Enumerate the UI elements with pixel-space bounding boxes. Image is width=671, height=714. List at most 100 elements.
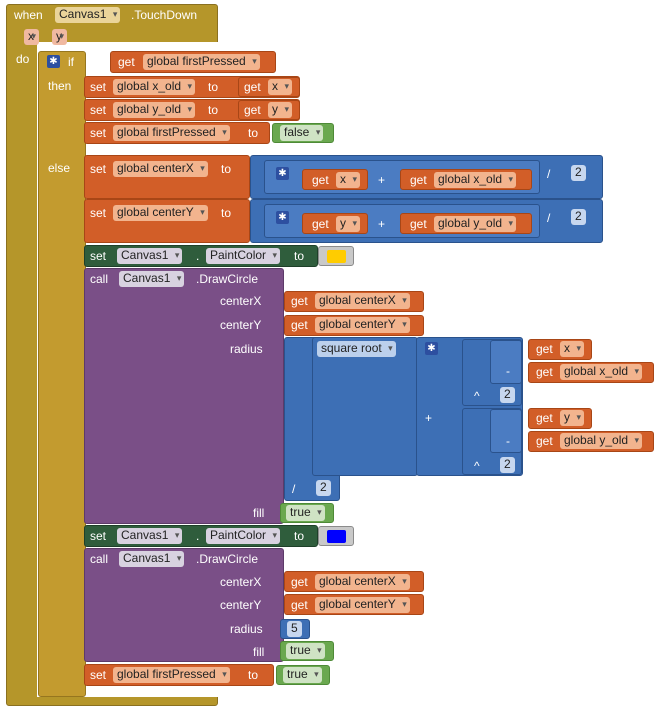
to-keyword: to bbox=[221, 206, 232, 220]
to-keyword: to bbox=[221, 162, 232, 176]
var-dropdown-centerx[interactable]: global centerX bbox=[315, 293, 410, 309]
var-dropdown-x[interactable]: x bbox=[268, 79, 292, 95]
boolean-dropdown-true[interactable]: true bbox=[283, 667, 322, 683]
subtract-block-y[interactable] bbox=[490, 409, 522, 453]
divide-operator: / bbox=[292, 482, 296, 496]
number-two[interactable]: 2 bbox=[571, 209, 586, 225]
plus-operator: + bbox=[378, 217, 386, 231]
var-dropdown-firstpressed[interactable]: global firstPressed bbox=[113, 125, 230, 141]
var-dropdown-x[interactable]: x bbox=[336, 172, 360, 188]
mutator-gear-icon[interactable]: ✱ bbox=[276, 167, 289, 180]
number-five[interactable]: 5 bbox=[287, 621, 302, 637]
get-keyword: get bbox=[410, 217, 427, 231]
math-function-dropdown-sqrt[interactable]: square root bbox=[317, 341, 396, 357]
event-component-dropdown[interactable]: Canvas1 bbox=[55, 7, 121, 23]
get-keyword: get bbox=[536, 434, 553, 448]
set-keyword: set bbox=[90, 206, 107, 220]
divide-operator: / bbox=[547, 211, 551, 225]
set-keyword: set bbox=[90, 126, 107, 140]
if-else-block[interactable] bbox=[38, 51, 86, 697]
dot-separator: . bbox=[196, 529, 200, 543]
number-two[interactable]: 2 bbox=[316, 480, 331, 496]
get-keyword: get bbox=[536, 411, 553, 425]
number-two[interactable]: 2 bbox=[571, 165, 586, 181]
component-dropdown-canvas[interactable]: Canvas1 bbox=[117, 248, 183, 264]
property-dropdown-paintcolor[interactable]: PaintColor bbox=[206, 248, 281, 264]
when-keyword: when bbox=[14, 8, 43, 22]
var-dropdown-centerx[interactable]: global centerX bbox=[315, 574, 410, 590]
plus-operator: + bbox=[378, 173, 386, 187]
get-keyword: get bbox=[291, 598, 308, 612]
call-keyword: call bbox=[90, 552, 109, 566]
boolean-dropdown-true[interactable]: true bbox=[286, 643, 325, 659]
var-dropdown-y-old[interactable]: global y_old bbox=[113, 102, 196, 118]
var-dropdown-y[interactable]: y bbox=[336, 216, 360, 232]
to-keyword: to bbox=[248, 668, 259, 682]
set-keyword: set bbox=[90, 668, 107, 682]
number-two[interactable]: 2 bbox=[500, 387, 515, 403]
sqrt-block[interactable] bbox=[312, 337, 418, 476]
var-dropdown-x-old[interactable]: global x_old bbox=[113, 79, 196, 95]
drawcircle-block-1[interactable] bbox=[84, 268, 284, 524]
get-keyword: get bbox=[312, 173, 329, 187]
mutator-gear-icon[interactable]: ✱ bbox=[47, 55, 60, 68]
to-keyword: to bbox=[208, 80, 219, 94]
get-keyword: get bbox=[536, 365, 553, 379]
var-dropdown-y-old[interactable]: global y_old bbox=[434, 216, 517, 232]
else-keyword: else bbox=[48, 161, 71, 175]
drawcircle-block-2[interactable] bbox=[84, 548, 284, 662]
color-swatch-yellow[interactable] bbox=[327, 250, 346, 263]
var-dropdown-firstpressed[interactable]: global firstPressed bbox=[113, 667, 230, 683]
mutator-gear-icon[interactable]: ✱ bbox=[425, 342, 438, 355]
if-keyword: if bbox=[68, 55, 74, 69]
event-param-y[interactable]: y bbox=[52, 29, 67, 45]
component-dropdown-canvas[interactable]: Canvas1 bbox=[119, 271, 185, 287]
arg-label-fill: fill bbox=[253, 506, 265, 520]
get-keyword: get bbox=[536, 342, 553, 356]
call-keyword: call bbox=[90, 272, 109, 286]
color-swatch-blue[interactable] bbox=[327, 530, 346, 543]
to-keyword: to bbox=[294, 529, 305, 543]
get-keyword: get bbox=[291, 294, 308, 308]
arg-label-fill: fill bbox=[253, 645, 265, 659]
subtract-block-x[interactable] bbox=[490, 340, 522, 384]
arg-label-centerx: centerX bbox=[220, 294, 262, 308]
component-dropdown-canvas[interactable]: Canvas1 bbox=[119, 551, 185, 567]
power-operator: ^ bbox=[474, 389, 480, 403]
arg-label-centerx: centerX bbox=[220, 575, 262, 589]
arg-label-centery: centerY bbox=[220, 598, 262, 612]
get-keyword: get bbox=[244, 80, 261, 94]
var-dropdown-x-old[interactable]: global x_old bbox=[560, 364, 643, 380]
var-dropdown-centery[interactable]: global centerY bbox=[113, 205, 208, 221]
get-keyword: get bbox=[312, 217, 329, 231]
var-dropdown-y-old[interactable]: global y_old bbox=[560, 433, 643, 449]
divide-operator: / bbox=[547, 167, 551, 181]
property-dropdown-paintcolor[interactable]: PaintColor bbox=[206, 528, 281, 544]
var-dropdown-centery[interactable]: global centerY bbox=[315, 597, 410, 613]
get-keyword: get bbox=[244, 103, 261, 117]
var-dropdown-y[interactable]: y bbox=[268, 102, 292, 118]
dot-separator: . bbox=[196, 249, 200, 263]
method-name-drawcircle: .DrawCircle bbox=[196, 552, 259, 566]
do-keyword: do bbox=[16, 52, 30, 66]
to-keyword: to bbox=[294, 249, 305, 263]
var-dropdown-y[interactable]: y bbox=[560, 410, 584, 426]
var-dropdown-centerx[interactable]: global centerX bbox=[113, 161, 208, 177]
method-name-drawcircle: .DrawCircle bbox=[196, 272, 259, 286]
then-keyword: then bbox=[48, 79, 72, 93]
var-dropdown-centery[interactable]: global centerY bbox=[315, 317, 410, 333]
boolean-dropdown-false[interactable]: false bbox=[280, 125, 324, 141]
boolean-dropdown-true[interactable]: true bbox=[286, 505, 325, 521]
mutator-gear-icon[interactable]: ✱ bbox=[276, 211, 289, 224]
to-keyword: to bbox=[248, 126, 259, 140]
arg-label-centery: centerY bbox=[220, 318, 262, 332]
power-operator: ^ bbox=[474, 459, 480, 473]
component-dropdown-canvas[interactable]: Canvas1 bbox=[117, 528, 183, 544]
number-two[interactable]: 2 bbox=[500, 457, 515, 473]
var-dropdown-x[interactable]: x bbox=[560, 341, 584, 357]
var-dropdown-firstpressed[interactable]: global firstPressed bbox=[143, 54, 260, 70]
var-dropdown-x-old[interactable]: global x_old bbox=[434, 172, 517, 188]
set-keyword: set bbox=[90, 529, 107, 543]
event-param-x[interactable]: x bbox=[24, 29, 39, 45]
set-keyword: set bbox=[90, 103, 107, 117]
